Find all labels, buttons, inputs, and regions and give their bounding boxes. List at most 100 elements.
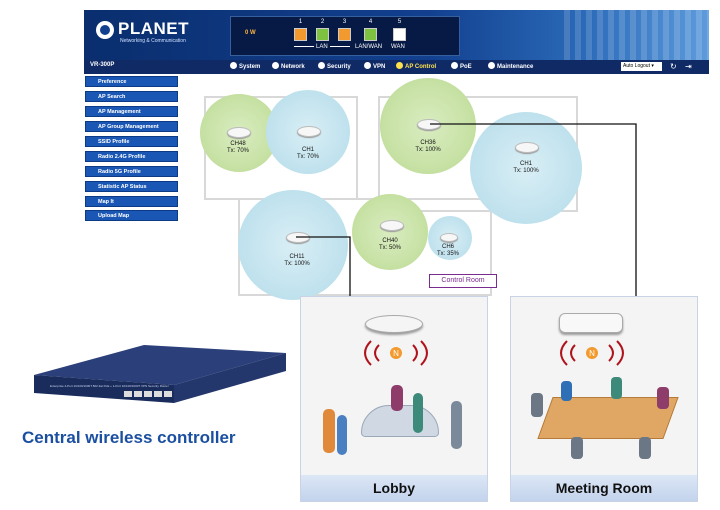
device-top-face (34, 345, 286, 385)
planet-logo-icon (96, 21, 114, 39)
shield-icon (318, 62, 325, 69)
city-skyline-graphic (564, 10, 709, 60)
person-figure (611, 377, 622, 399)
coverage-area (470, 112, 582, 224)
control-room-label: Control Room (429, 274, 497, 288)
sidebar-item-radio-5g[interactable]: Radio 5G Profile (85, 166, 178, 177)
lan-label: LAN (314, 44, 330, 50)
person-figure (337, 415, 347, 455)
connector-line-meeting (430, 123, 637, 322)
sidebar-item-radio-24g[interactable]: Radio 2.4G Profile (85, 151, 178, 162)
chair-figure (531, 393, 543, 417)
ap-channel: CH11 (289, 254, 305, 260)
port-number: 5 (397, 19, 402, 25)
chair-figure (571, 437, 583, 459)
wan-label: WAN (391, 44, 405, 50)
logout-icon[interactable]: ⇥ (685, 62, 692, 71)
brand-subtitle: Networking & Communication (120, 38, 186, 44)
device-front-text: Enterprise 4-Port 10/100/1000T 802.3at P… (50, 384, 169, 388)
ap-tx: Tx: 50% (378, 245, 401, 251)
sidebar-item-ssid-profile[interactable]: SSID Profile (85, 136, 178, 147)
sidebar-item-upload-map[interactable]: Upload Map (85, 210, 178, 221)
port-number: 3 (342, 19, 347, 25)
access-point-icon[interactable] (440, 233, 458, 242)
ceiling-ap-icon (559, 313, 623, 333)
access-point-icon[interactable] (297, 126, 321, 137)
ceiling-ap-icon (365, 315, 423, 333)
person-figure (413, 393, 423, 433)
person-figure (391, 385, 403, 411)
coverage-area (352, 194, 428, 270)
globe-icon (272, 62, 279, 69)
chair-figure (639, 437, 651, 459)
model-name: VR-300P (90, 62, 115, 68)
lobby-title: Lobby (301, 475, 487, 501)
lobby-scene: N Lobby (300, 296, 488, 502)
port-5-icon[interactable] (393, 28, 406, 41)
nav-ap-control[interactable]: AP Control (396, 62, 436, 70)
auto-logout-select[interactable]: Auto Logout ▾ (621, 62, 662, 71)
nav-security[interactable]: Security (318, 62, 351, 70)
access-point-icon[interactable] (227, 127, 251, 138)
port-1-icon[interactable] (294, 28, 307, 41)
person-figure (561, 381, 572, 401)
nav-maintenance[interactable]: Maintenance (488, 62, 533, 70)
auto-logout-value: Auto Logout (623, 63, 650, 69)
ap-channel: CH48 (230, 141, 246, 147)
ap-channel: CH1 (519, 161, 532, 167)
device-port (144, 391, 152, 397)
port-number: 2 (320, 19, 325, 25)
coverage-area (238, 190, 348, 300)
nav-poe[interactable]: PoE (451, 62, 472, 70)
refresh-icon[interactable]: ↻ (670, 62, 677, 71)
wrench-icon (488, 62, 495, 69)
port-number: 4 (368, 19, 373, 25)
key-icon (364, 62, 371, 69)
nav-system[interactable]: System (230, 62, 260, 70)
router-device-image: Enterprise 4-Port 10/100/1000T 802.3at P… (34, 345, 286, 403)
sidebar-item-ap-management[interactable]: AP Management (85, 106, 178, 117)
access-point-icon[interactable] (515, 142, 539, 153)
person-figure (323, 409, 335, 453)
main-nav-bar: VR-300P System Network Security VPN AP C… (84, 60, 709, 74)
router-header: PLANET Networking & Communication 0 W 1 … (84, 10, 709, 60)
plug-icon (451, 62, 458, 69)
ap-channel: CH40 (382, 238, 398, 244)
port-number: 1 (298, 19, 303, 25)
nav-network[interactable]: Network (272, 62, 305, 70)
access-point-icon[interactable] (380, 220, 404, 231)
device-caption: Central wireless controller (22, 428, 236, 447)
port-3-icon[interactable] (338, 28, 351, 41)
nav-label: PoE (460, 64, 472, 70)
sidebar-item-map-it[interactable]: Map It (85, 196, 178, 207)
ap-channel: CH36 (420, 140, 436, 146)
sidebar-item-ap-group-management[interactable]: AP Group Management (85, 121, 178, 132)
device-port (154, 391, 162, 397)
nav-label: Maintenance (497, 64, 534, 70)
wifi-waves-icon: N (364, 340, 428, 366)
wifi-waves-icon: N (560, 340, 624, 366)
ap-tx: Tx: 35% (436, 251, 459, 257)
port-2-icon[interactable] (316, 28, 329, 41)
ap-tx: Tx: 100% (284, 261, 310, 267)
ap-tx: Tx: 70% (296, 154, 319, 160)
sidebar-item-preference[interactable]: Preference (85, 76, 178, 87)
nav-label: System (239, 64, 261, 70)
port-4-icon[interactable] (364, 28, 377, 41)
meeting-room-title: Meeting Room (511, 475, 697, 501)
nav-vpn[interactable]: VPN (364, 62, 385, 70)
n-badge: N (589, 349, 595, 358)
sidebar-item-ap-search[interactable]: AP Search (85, 91, 178, 102)
ap-tx: Tx: 100% (415, 147, 441, 153)
gear-icon (230, 62, 237, 69)
meeting-room-scene: N Meeting Room (510, 296, 698, 502)
brand-logo-text: PLANET (118, 19, 189, 38)
sidebar-item-statistic-ap-status[interactable]: Statistic AP Status (85, 181, 178, 192)
